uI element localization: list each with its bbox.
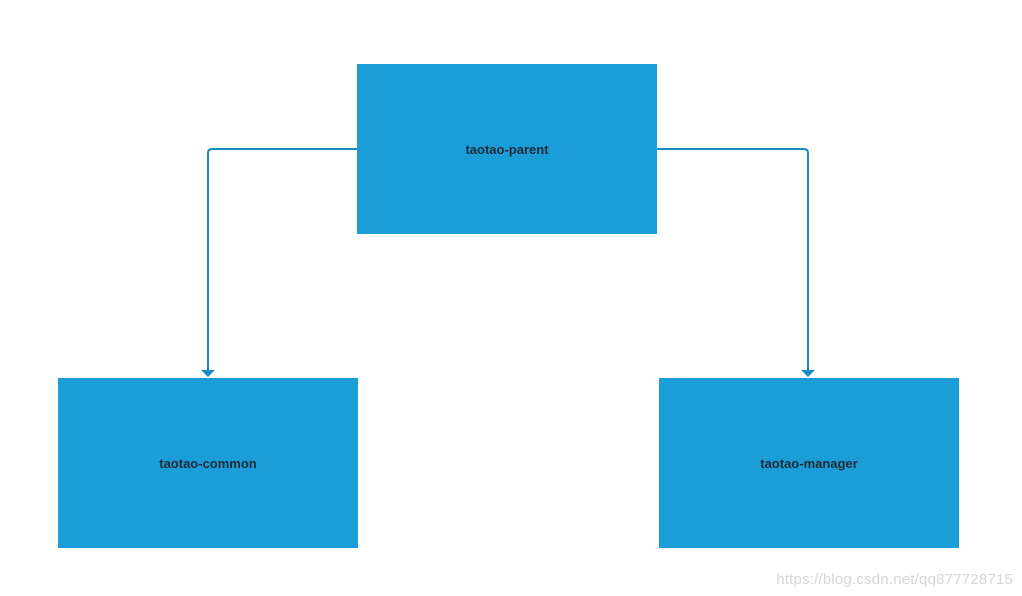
node-label-manager: taotao-manager [760,455,858,471]
arrowhead-manager [801,370,815,377]
watermark-text: https://blog.csdn.net/qq877728715 [776,571,1013,588]
node-label-common: taotao-common [159,455,257,471]
edge-parent-to-common [207,148,357,370]
node-taotao-parent[interactable]: taotao-parent [357,64,657,234]
edge-parent-to-manager [657,148,809,370]
node-taotao-manager[interactable]: taotao-manager [659,378,959,548]
node-taotao-common[interactable]: taotao-common [58,378,358,548]
arrowhead-common [201,370,215,377]
node-label-parent: taotao-parent [465,141,549,157]
